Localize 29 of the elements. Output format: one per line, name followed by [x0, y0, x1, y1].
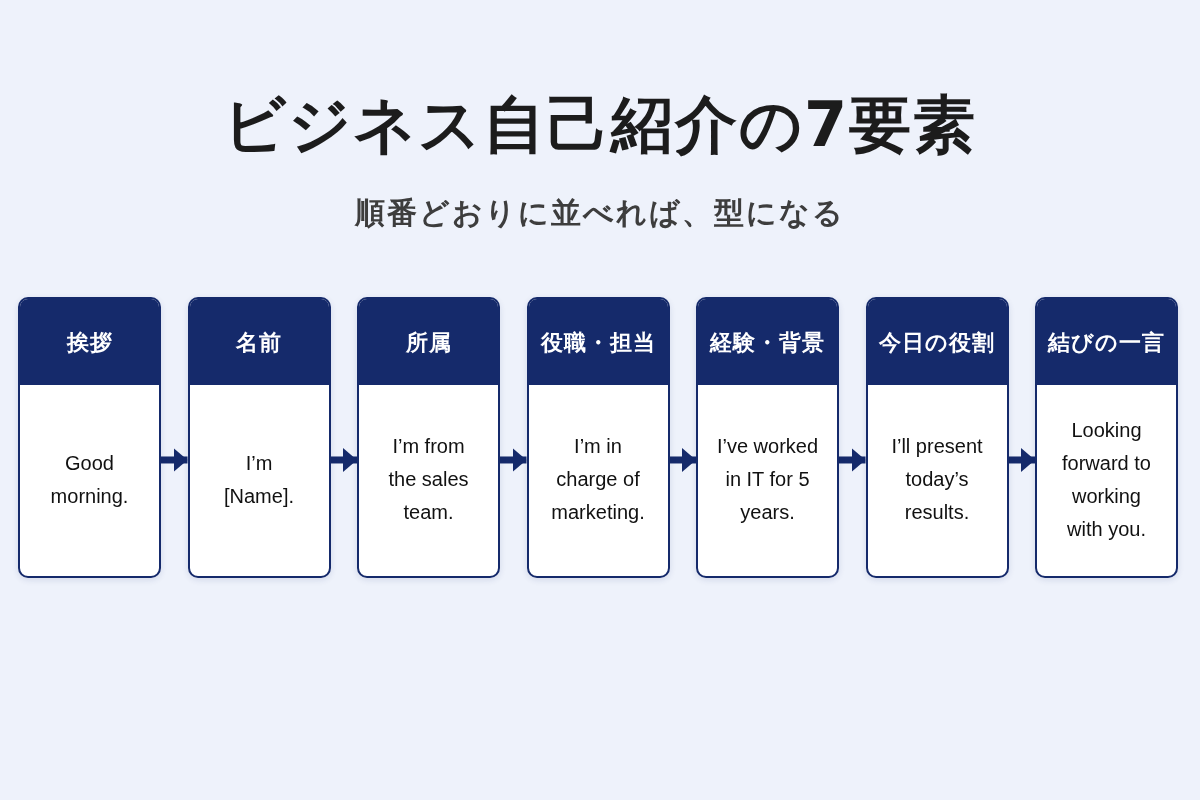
step-heading: 名前: [189, 299, 329, 385]
step-card: [357, 297, 500, 578]
arrow: [500, 448, 527, 472]
step-description: I’ve worked in IT for 5 years.: [715, 434, 820, 525]
step-description: I’m in charge of marketing.: [550, 434, 646, 525]
arrow: [1008, 448, 1035, 472]
step-description: I’m from the sales team.: [387, 434, 470, 525]
arrow: [839, 448, 866, 472]
step-card: [187, 297, 331, 578]
step-card: [526, 297, 670, 578]
step-heading: 結びの一言: [1037, 299, 1176, 385]
step-heading: 所属: [359, 299, 498, 385]
title: ビジネス自己紹介の7要素: [222, 87, 978, 163]
step-description: Good morning.: [49, 450, 130, 509]
step-card: [18, 297, 161, 578]
step-description: I’ll present today’s results.: [890, 434, 984, 525]
step-heading: 今日の役割: [867, 299, 1007, 385]
step-card: [696, 297, 839, 578]
step-heading: 役職・担当: [528, 299, 668, 385]
subtitle: 順番どおりに並べれば、型になる: [355, 194, 845, 232]
step-description: Looking forward to working with you.: [1061, 417, 1152, 542]
step-description: I’m [Name].: [223, 450, 295, 509]
step-heading: 経験・背景: [698, 299, 837, 385]
arrow: [669, 448, 696, 472]
step-card: [865, 297, 1009, 578]
arrow: [330, 448, 357, 472]
step-heading: 挨拶: [20, 299, 159, 385]
arrow: [161, 448, 188, 472]
step-card: [1035, 297, 1178, 578]
